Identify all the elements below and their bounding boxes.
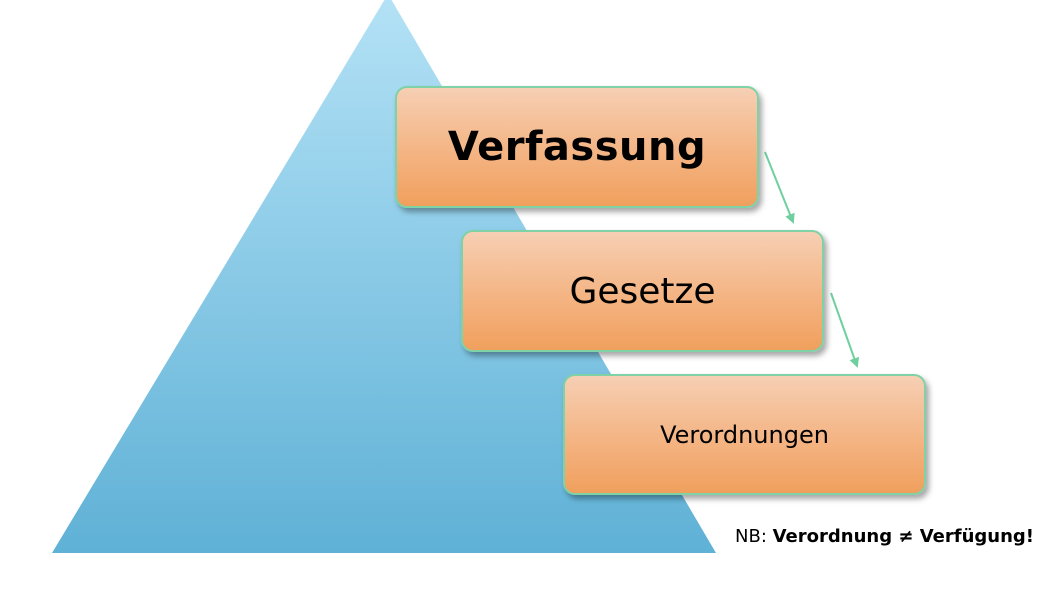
arrow-verfassung-to-gesetze [764,151,795,224]
level-box-verordnungen: Verordnungen [563,374,926,495]
level-box-verfassung: Verfassung [395,86,759,208]
footnote-emphasis: Verordnung ≠ Verfügung! [772,526,1034,547]
level-label-gesetze: Gesetze [569,270,716,312]
footnote-prefix: NB: [735,526,773,547]
pyramid-shape [52,0,716,553]
arrow-gesetze-to-verordnungen [830,292,860,368]
footnote: NB: Verordnung ≠ Verfügung! [735,526,1034,547]
level-label-verordnungen: Verordnungen [660,420,829,449]
level-label-verfassung: Verfassung [447,124,707,170]
level-box-gesetze: Gesetze [461,230,824,352]
